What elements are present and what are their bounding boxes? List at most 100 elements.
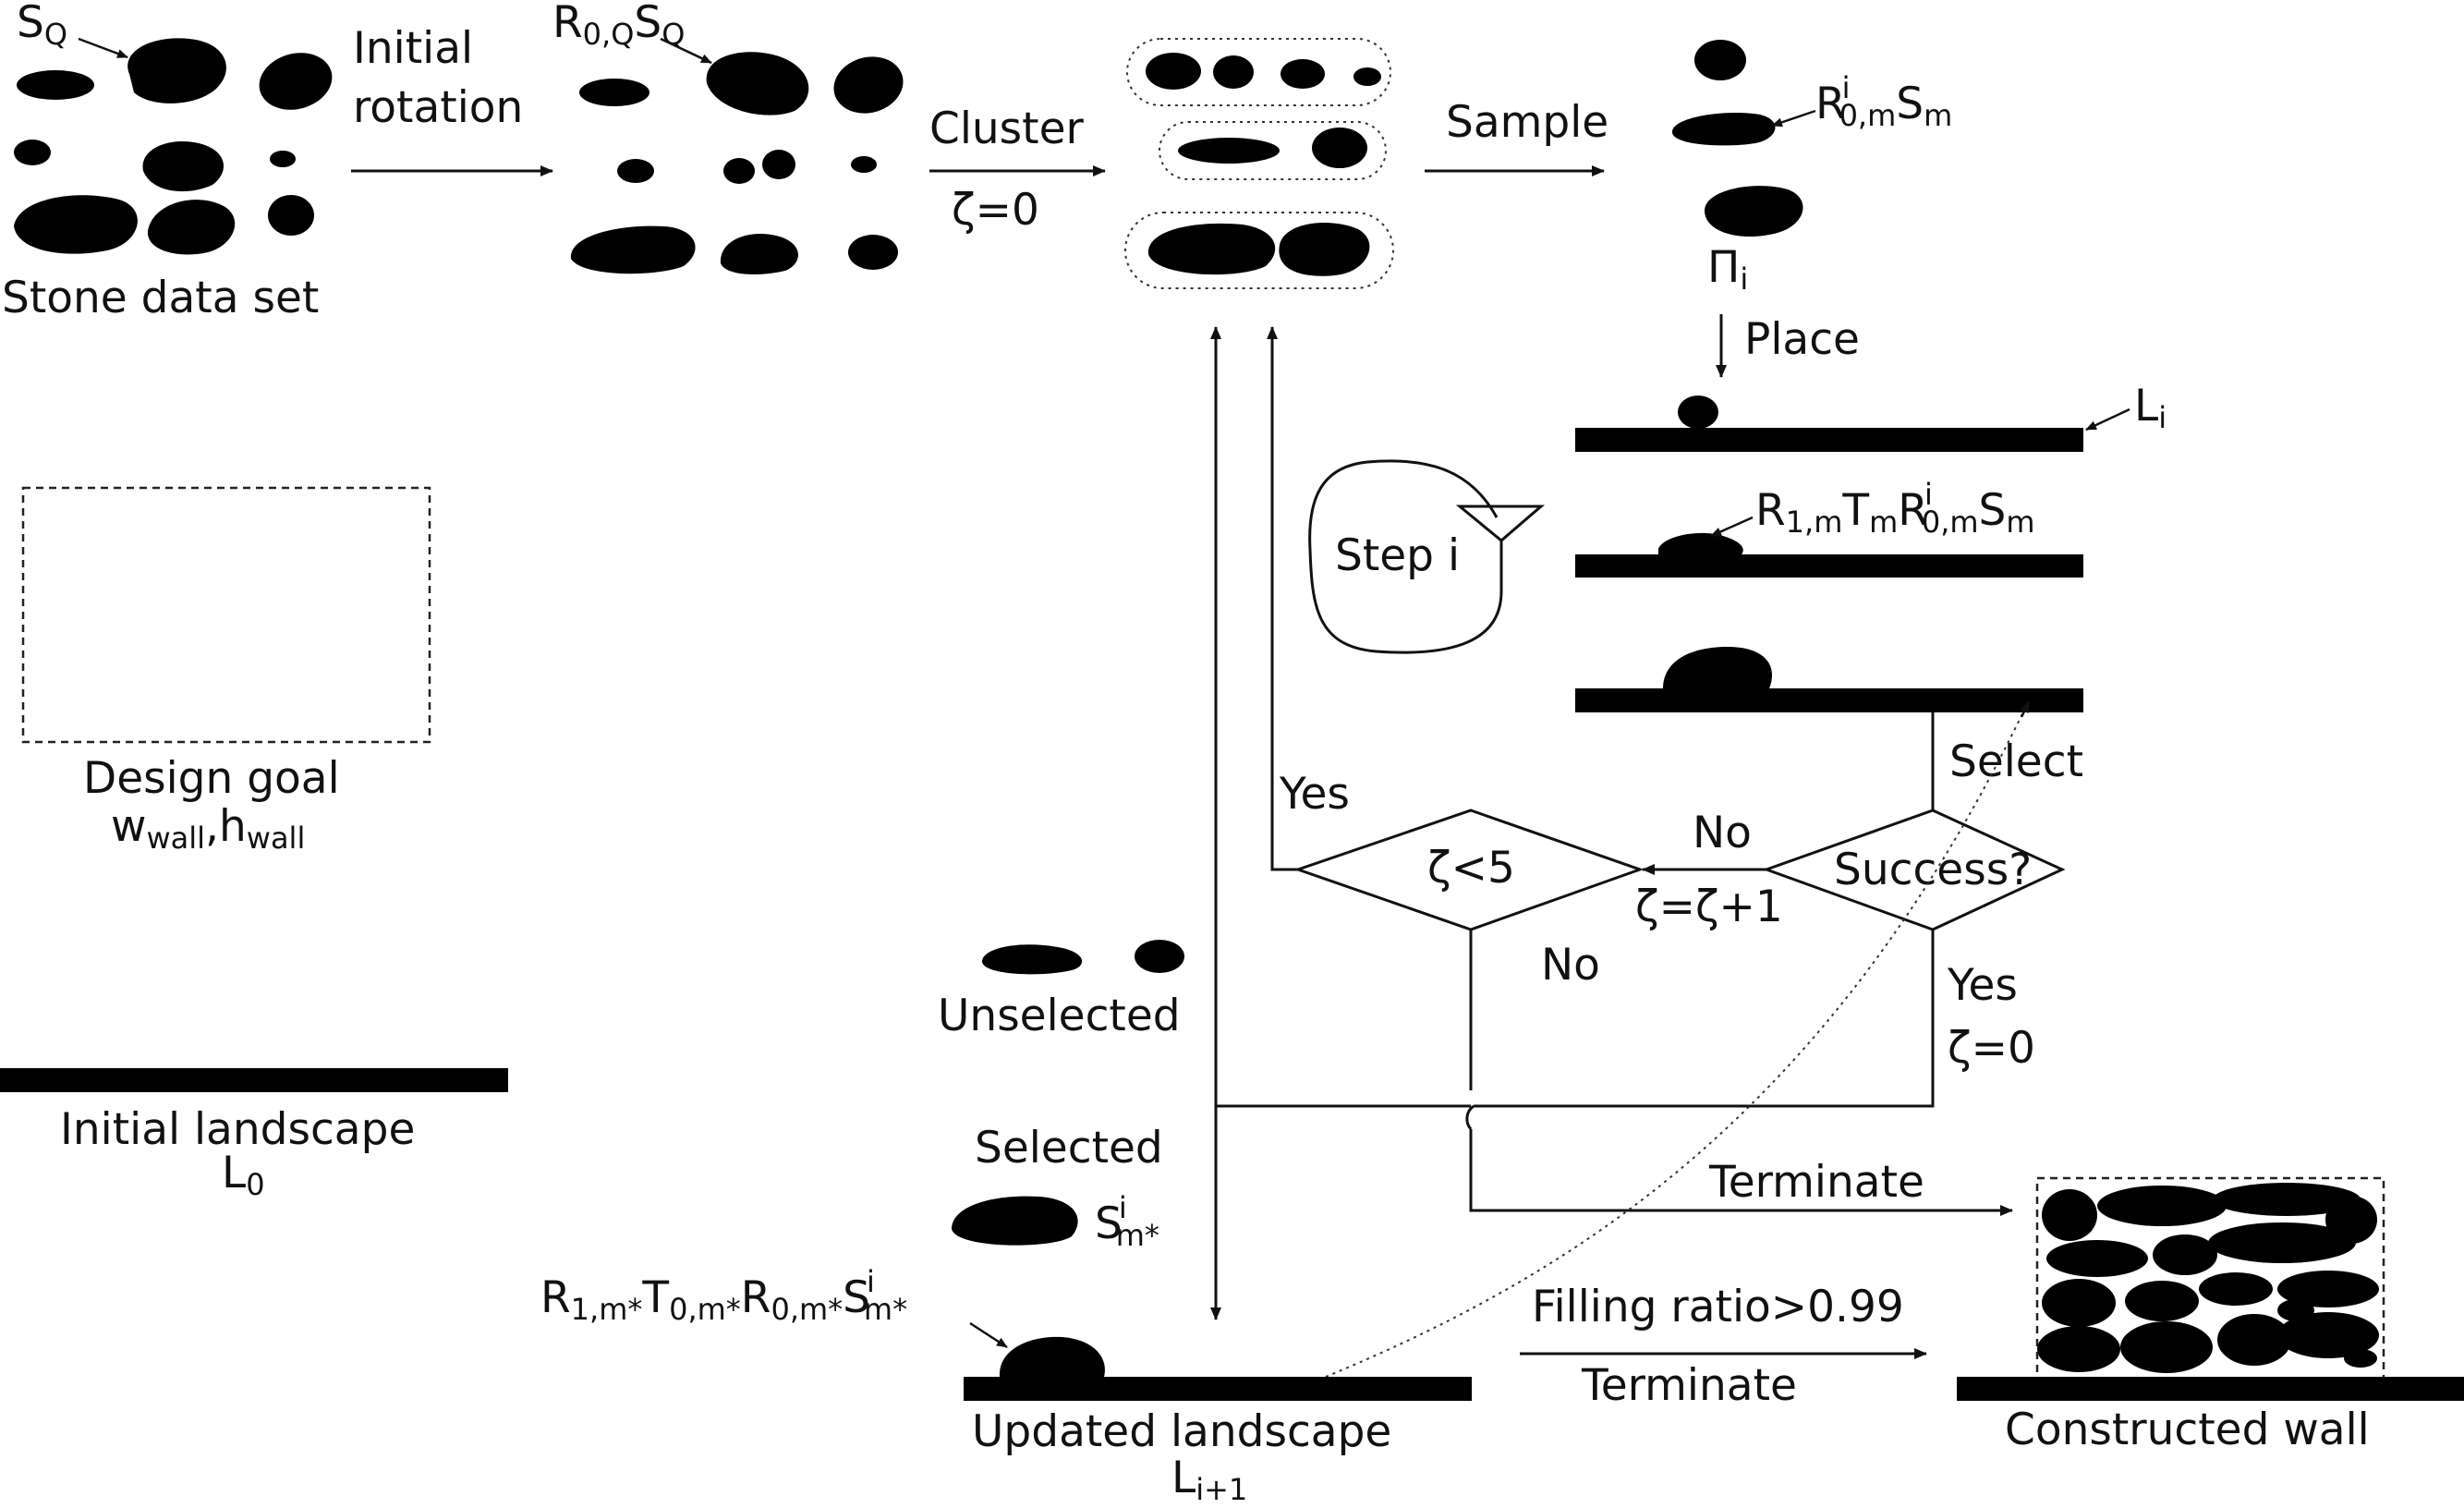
- stone: [1147, 223, 1276, 275]
- selected-label: Selected: [975, 1123, 1163, 1174]
- stone: [1353, 67, 1381, 86]
- stone: [579, 79, 649, 106]
- updated-landscape-label: Updated landscape: [972, 1406, 1391, 1457]
- stone-selected: [952, 1196, 1078, 1246]
- stone: [851, 156, 877, 173]
- filling-ratio-label: Filling ratio>0.99: [1532, 1282, 1904, 1332]
- select-label: Select: [1949, 736, 2083, 787]
- stone: [2217, 1314, 2291, 1366]
- placed-stone-pointer-arrow: [969, 1321, 1008, 1349]
- stone: [14, 195, 138, 254]
- initial-rotation-label-line1: Initial: [353, 23, 473, 74]
- stone: [2046, 1240, 2148, 1277]
- crossover-hop: [1465, 1104, 1475, 1130]
- stone-r1m-tm: [1658, 532, 1743, 554]
- stone-unselected: [981, 944, 1083, 975]
- stone: [142, 141, 224, 192]
- place-label: Place: [1744, 314, 1860, 365]
- success-label: Success?: [1834, 845, 2032, 895]
- sample-label: Sample: [1446, 97, 1608, 148]
- stone: [1146, 53, 1201, 90]
- stone: [2153, 1234, 2217, 1275]
- stone: [259, 53, 333, 110]
- step-loop-outline: [1308, 459, 1503, 654]
- unselected-label: Unselected: [938, 991, 1181, 1041]
- wall-dimensions-label: wwall,hwall: [111, 801, 305, 856]
- zeta-increment-label: ζ=ζ+1: [1635, 882, 1783, 932]
- initial-landscape-bar: [0, 1068, 508, 1092]
- stone: [147, 200, 236, 255]
- stone: [2097, 1186, 2227, 1226]
- cluster-outline-1: [1126, 38, 1391, 106]
- stone: [833, 56, 904, 114]
- li-pointer-arrow: [2085, 407, 2130, 432]
- stone: [1281, 59, 1325, 89]
- stone-r0q-sq: [706, 52, 809, 116]
- stone: [2042, 1279, 2116, 1327]
- l0-label: L0: [222, 1148, 265, 1202]
- stone: [848, 235, 898, 270]
- yes-bottom-label: Yes: [1947, 960, 2018, 1011]
- stone: [1705, 186, 1803, 237]
- stone: [1178, 138, 1280, 164]
- select-dotted-curve: [1325, 701, 2029, 1378]
- stone: [723, 158, 755, 184]
- stone: [2213, 1183, 2361, 1216]
- li1-label: Li+1: [1171, 1453, 1247, 1507]
- no-zeta-path-lower: [1469, 1129, 2007, 1212]
- stone: [762, 150, 795, 179]
- r1m-pointer-arrow: [1710, 516, 1754, 538]
- initial-landscape-label: Initial landscape: [60, 1104, 415, 1155]
- stone-data-set-label: Stone data set: [2, 273, 319, 323]
- stone: [1663, 647, 1772, 688]
- updated-landscape-bar: [964, 1377, 1472, 1401]
- stone: [720, 234, 798, 274]
- stone: [2277, 1312, 2379, 1358]
- stone: [1678, 395, 1718, 429]
- stone: [2208, 1222, 2356, 1263]
- stone: [1694, 40, 1746, 80]
- terminate-bottom-label: Terminate: [1581, 1360, 1797, 1411]
- stone: [617, 159, 654, 183]
- landscape-bar-trial-2: [1575, 554, 2083, 578]
- yes-loop-line: [1270, 344, 1298, 871]
- stone: [270, 151, 296, 167]
- stone-r0m-sm: [1671, 113, 1776, 146]
- constructed-wall-base: [1957, 1377, 2464, 1401]
- clusters-group: [1124, 38, 1394, 289]
- stone: [1213, 55, 1254, 89]
- pi-label: Πi: [1707, 242, 1748, 297]
- step-i-loop-group: Step i: [1308, 459, 1546, 654]
- r0q-sq-label: R0,QSQ: [552, 0, 685, 52]
- stone: [2344, 1349, 2377, 1368]
- stone: [2120, 1321, 2213, 1373]
- decision-flow-group: Select Success? ζ<5 No ζ=ζ+1 Yes Yes ζ=0…: [1210, 326, 2083, 1378]
- design-goal-box: [21, 486, 431, 744]
- yes-left-label: Yes: [1279, 769, 1350, 820]
- r0q-pointer-arrow: [660, 37, 712, 65]
- stone: [1312, 128, 1367, 168]
- stone-data-set-group: SQ Stone data set: [2, 0, 333, 323]
- zeta-lt5-label: ζ<5: [1427, 843, 1515, 894]
- stone-placed: [999, 1336, 1105, 1377]
- stone: [17, 70, 94, 100]
- cluster-outline-3: [1124, 212, 1394, 289]
- constructed-wall-group: Constructed wall: [1957, 1176, 2464, 1455]
- no-top-label: No: [1693, 808, 1752, 858]
- select-dotted-arrowhead: [2020, 701, 2031, 718]
- stone: [2037, 1326, 2120, 1372]
- step-i-label: Step i: [1335, 530, 1460, 581]
- li-label: Li: [2134, 381, 2167, 435]
- landscape-bar-trial-3: [1575, 688, 2083, 712]
- sq-label: SQ: [17, 0, 67, 52]
- yes-success-path: [1474, 930, 1935, 1108]
- no-bottom-label: No: [1541, 940, 1600, 991]
- stone: [268, 195, 314, 236]
- zeta-zero-top-label: ζ=0: [952, 185, 1039, 236]
- stone: [2125, 1281, 2199, 1321]
